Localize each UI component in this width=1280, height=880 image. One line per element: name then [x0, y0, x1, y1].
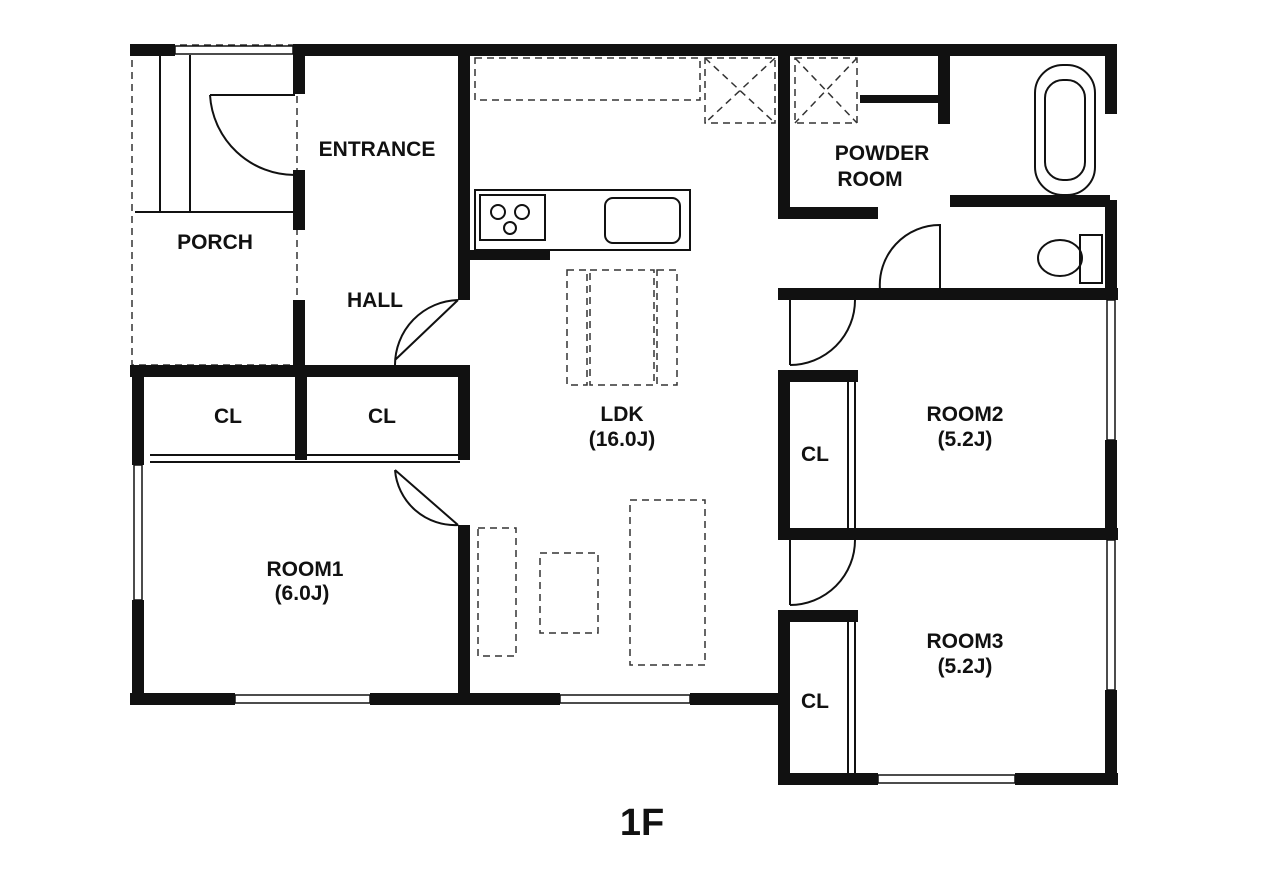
porch-area: [131, 44, 298, 366]
floor-label: 1F: [620, 802, 664, 844]
label-closet-room3: CL: [801, 690, 829, 713]
bathtub: [1034, 64, 1096, 196]
label-closet-1: CL: [214, 405, 242, 428]
fixtures: [474, 57, 1103, 666]
label-ldk: LDK: [600, 403, 643, 426]
label-ldk-size: (16.0J): [589, 428, 656, 451]
label-room1: ROOM1: [266, 558, 343, 581]
label-powder-room-1: POWDER: [835, 142, 930, 165]
sink: [604, 197, 681, 244]
label-room2: ROOM2: [926, 403, 1003, 426]
walls: [130, 44, 1118, 785]
label-room3: ROOM3: [926, 630, 1003, 653]
windows: [133, 45, 1116, 784]
toilet: [1037, 239, 1083, 277]
label-closet-room2: CL: [801, 443, 829, 466]
label-room3-size: (5.2J): [938, 655, 993, 678]
stove: [479, 194, 546, 241]
label-powder-room-2: ROOM: [837, 168, 902, 191]
room-labels: ENTRANCE PORCH HALL POWDER ROOM CL CL LD…: [177, 138, 1003, 713]
doors: [150, 94, 941, 773]
label-room2-size: (5.2J): [938, 428, 993, 451]
label-porch: PORCH: [177, 231, 253, 254]
label-room1-size: (6.0J): [275, 582, 330, 605]
label-closet-2: CL: [368, 405, 396, 428]
label-entrance: ENTRANCE: [319, 138, 436, 161]
label-hall: HALL: [347, 289, 403, 312]
